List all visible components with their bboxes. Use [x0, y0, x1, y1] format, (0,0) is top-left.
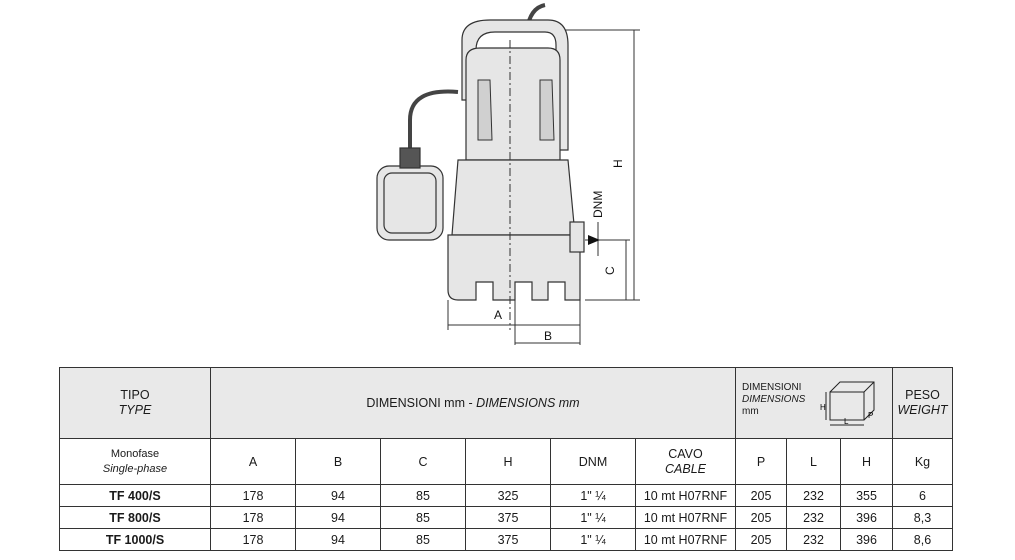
header-dimensions-italic: DIMENSIONS mm: [476, 396, 580, 410]
row-dnm: 1" ¼: [550, 528, 636, 551]
header-type-cell: TIPO TYPE: [59, 367, 211, 439]
pump-body: [451, 159, 576, 236]
row-h2: 396: [840, 528, 893, 551]
subheader-h2: H: [840, 438, 893, 485]
dim-b-label: B: [544, 329, 552, 343]
package-box-icon: H L P: [820, 381, 875, 426]
box-h-label: H: [820, 403, 826, 412]
subheader-singlephase: Single-phase: [102, 462, 168, 475]
pump-base: [447, 234, 581, 301]
row-c: 85: [380, 528, 466, 551]
row-h2: 355: [840, 484, 893, 507]
row-p: 205: [735, 528, 787, 551]
row-p: 205: [735, 506, 787, 529]
row-dnm: 1" ¼: [550, 506, 636, 529]
subheader-phase-cell: Monofase Single-phase: [59, 438, 211, 485]
subheader-cavo: CAVO: [668, 446, 703, 461]
box-p-label: P: [868, 411, 873, 420]
row-kg: 8,3: [892, 506, 953, 529]
row-cable: 10 mt H07RNF: [635, 528, 736, 551]
pump-technical-drawing: H DNM C A B: [376, 3, 640, 345]
subheader-cable: CABLE: [665, 461, 706, 476]
subheader-monofase: Monofase: [110, 447, 160, 460]
row-h: 375: [465, 506, 551, 529]
box-l-label: L: [844, 417, 849, 426]
dim-dnm-label: DNM: [591, 191, 605, 218]
header-type: TYPE: [118, 403, 152, 417]
row-b: 94: [295, 484, 381, 507]
row-p: 205: [735, 484, 787, 507]
row-a: 178: [210, 506, 296, 529]
row-h: 325: [465, 484, 551, 507]
header-box-line2: DIMENSIONS: [742, 394, 806, 405]
row-l: 232: [786, 506, 841, 529]
dim-h-label: H: [611, 159, 625, 168]
header-weight-cell: PESO WEIGHT: [892, 367, 953, 439]
row-l: 232: [786, 484, 841, 507]
dim-c-label: C: [603, 266, 617, 275]
row-a: 178: [210, 528, 296, 551]
header-tipo: TIPO: [120, 388, 150, 402]
table-header-row: TIPO TYPE DIMENSIONI mm - DIMENSIONS mm …: [59, 367, 953, 439]
row-l: 232: [786, 528, 841, 551]
header-package-cell: DIMENSIONI DIMENSIONS mm H L P: [735, 367, 893, 439]
header-box-line1: DIMENSIONI: [742, 382, 802, 393]
table-row: TF 800/S 178 94 85 375 1" ¼ 10 mt H07RNF…: [59, 506, 953, 529]
row-b: 94: [295, 506, 381, 529]
header-weight: WEIGHT: [897, 403, 948, 417]
row-h2: 396: [840, 506, 893, 529]
subheader-a: A: [210, 438, 296, 485]
row-c: 85: [380, 506, 466, 529]
row-dnm: 1" ¼: [550, 484, 636, 507]
float-switch: [376, 165, 444, 241]
row-type: TF 800/S: [59, 506, 211, 529]
table-row: TF 1000/S 178 94 85 375 1" ¼ 10 mt H07RN…: [59, 528, 953, 551]
row-cable: 10 mt H07RNF: [635, 506, 736, 529]
subheader-cable-cell: CAVO CABLE: [635, 438, 736, 485]
subheader-b: B: [295, 438, 381, 485]
header-dimensions-main: DIMENSIONI mm -: [366, 396, 477, 410]
header-dimensions-cell: DIMENSIONI mm - DIMENSIONS mm: [210, 367, 736, 439]
row-kg: 6: [892, 484, 953, 507]
dim-a-label: A: [494, 308, 502, 322]
row-a: 178: [210, 484, 296, 507]
row-cable: 10 mt H07RNF: [635, 484, 736, 507]
row-type: TF 1000/S: [59, 528, 211, 551]
header-box-line3: mm: [742, 406, 759, 417]
row-c: 85: [380, 484, 466, 507]
subheader-dnm: DNM: [550, 438, 636, 485]
outlet-port: [569, 221, 585, 253]
table-subheader-row: Monofase Single-phase A B C H DNM CAVO C…: [59, 438, 953, 485]
row-b: 94: [295, 528, 381, 551]
subheader-c: C: [380, 438, 466, 485]
row-kg: 8,6: [892, 528, 953, 551]
header-peso: PESO: [905, 388, 940, 402]
subheader-l: L: [786, 438, 841, 485]
subheader-kg: Kg: [892, 438, 953, 485]
subheader-p: P: [735, 438, 787, 485]
table-row: TF 400/S 178 94 85 325 1" ¼ 10 mt H07RNF…: [59, 484, 953, 507]
row-type: TF 400/S: [59, 484, 211, 507]
float-cable: [408, 89, 459, 150]
subheader-h: H: [465, 438, 551, 485]
row-h: 375: [465, 528, 551, 551]
spec-table: TIPO TYPE DIMENSIONI mm - DIMENSIONS mm …: [59, 367, 953, 551]
